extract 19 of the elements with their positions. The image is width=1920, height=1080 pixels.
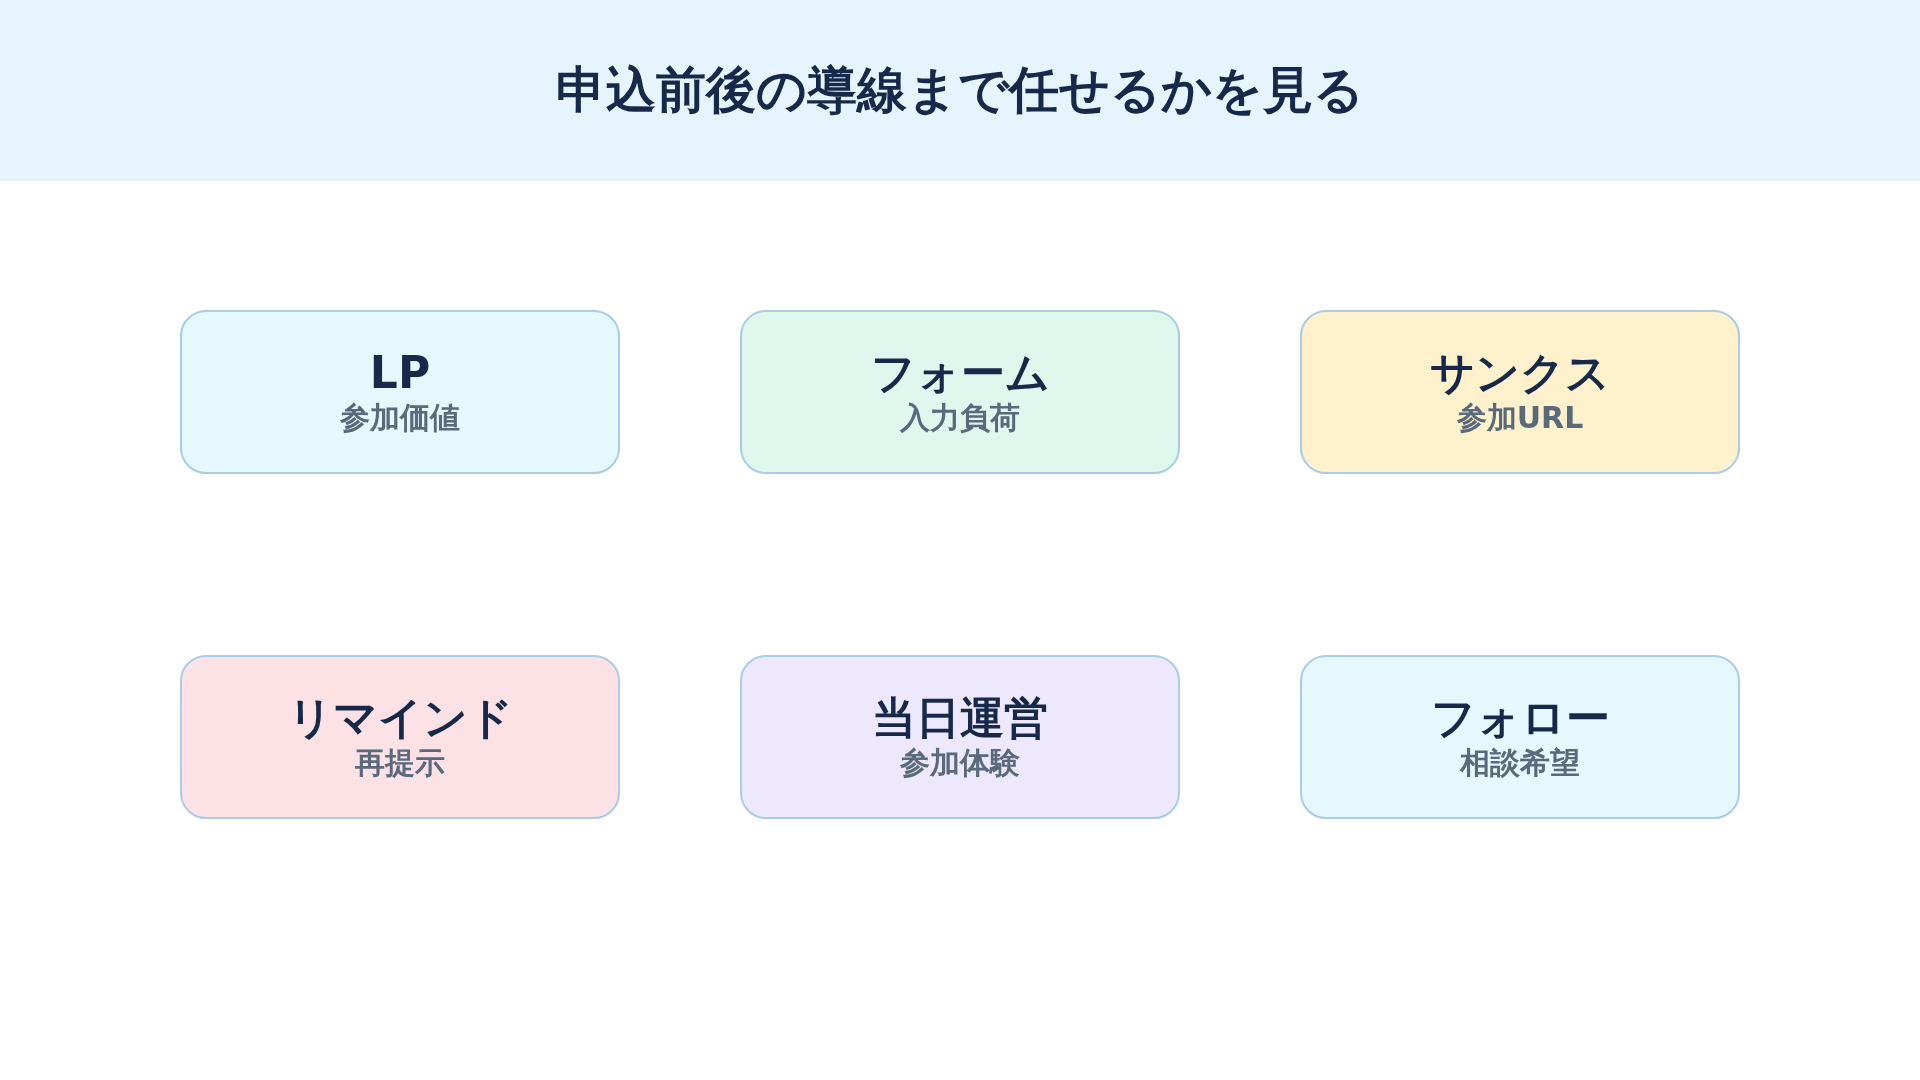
rounded-box [180,655,620,819]
title: 申込前後の導線まで任せるかを見る [556,60,1364,121]
box-title: 当日運営 [872,692,1048,744]
box-title: リマインド [287,692,513,744]
rounded-box [180,310,620,474]
box-subtitle: 再提示 [355,745,445,782]
box-subtitle: 入力負荷 [900,400,1020,437]
rounded-box [1300,310,1740,474]
box-title: サンクス [1430,347,1610,399]
box-subtitle: 参加体験 [900,745,1020,782]
box-title: フォロー [1430,692,1610,744]
box-title: LP [369,347,431,399]
rounded-box [740,310,1180,474]
box-title: フォーム [870,347,1050,399]
rounded-box [1300,655,1740,819]
rounded-box [740,655,1180,819]
box-subtitle: 参加URL [1456,400,1584,437]
box-subtitle: 参加価値 [340,400,460,437]
box-subtitle: 相談希望 [1460,745,1580,782]
